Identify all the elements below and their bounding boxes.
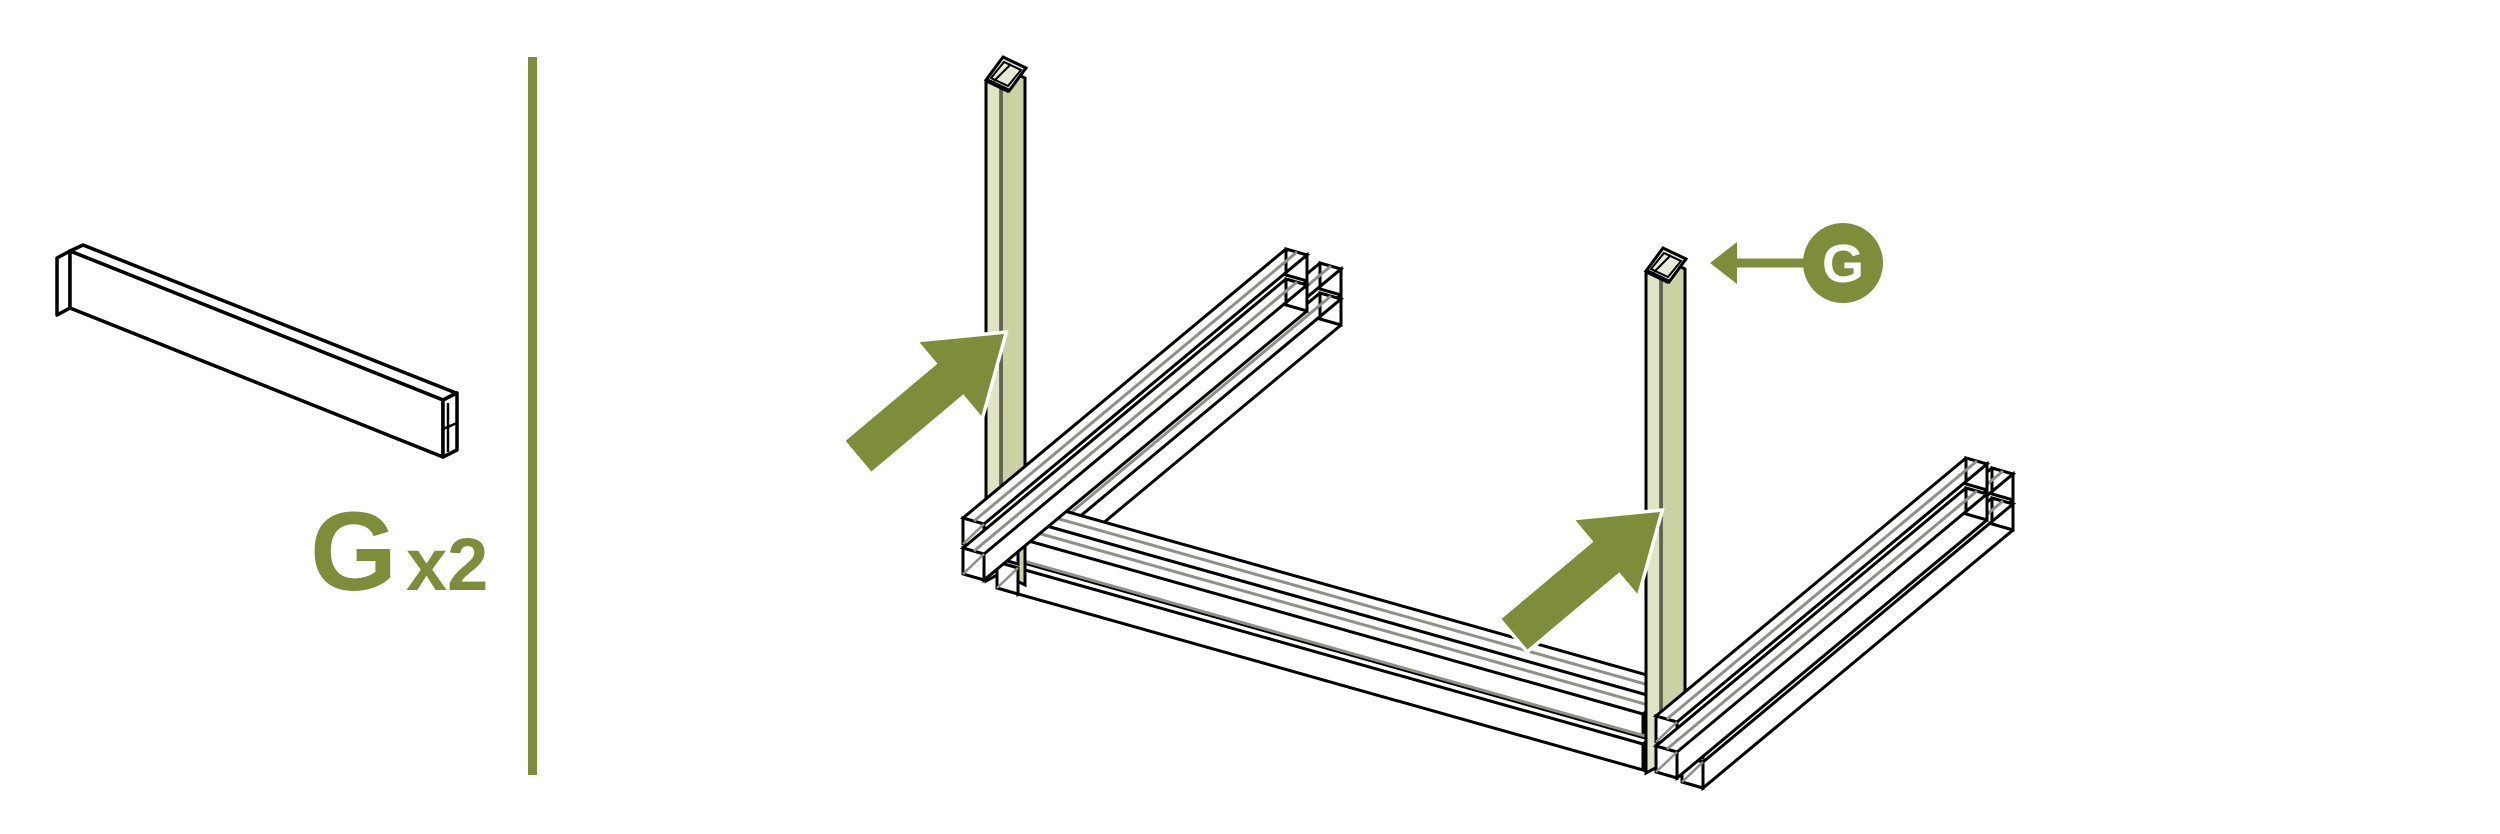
post-right-cap-profile-lines (1649, 251, 1683, 279)
part-badge-circle (1803, 223, 1883, 303)
post-left (983, 55, 1029, 588)
part-callout: G (1710, 223, 1883, 303)
corner-caps-inner-overlay (995, 530, 1705, 790)
rail-left-outer-bottom (959, 277, 1311, 584)
post-left-cap-profile-lines (989, 60, 1023, 88)
part-quantity-label: x2 (406, 523, 488, 606)
corner-caps-outer-diagonals (962, 523, 1678, 773)
rail-grain-lines-outer (973, 250, 1978, 751)
callout-letter-label: G (1822, 234, 1864, 294)
callout-arrow-left-icon (1710, 242, 1737, 284)
insert-arrow-left-icon (840, 330, 1009, 477)
insert-arrow-right-icon (1496, 508, 1665, 655)
base-frame-outer-rails (959, 247, 1991, 790)
plank-left-end-face (55, 249, 72, 317)
base-frame-front-rails (1014, 506, 1683, 772)
post-left-cap-front-edge (985, 77, 1010, 94)
part-g-drawing (55, 243, 459, 459)
part-letter-label: G (310, 489, 397, 614)
rail-right-outer-bottom (1652, 486, 1991, 782)
plank-profile-mid-divider (442, 421, 458, 431)
rail-grain-lines-front (1019, 513, 1671, 738)
post-right-cap-front-edge (1645, 268, 1670, 285)
plank-front-face (68, 249, 445, 459)
part-panel: G x2 (55, 243, 488, 614)
panel-divider-line (528, 57, 537, 775)
assembly-diagram: G (840, 55, 2017, 792)
